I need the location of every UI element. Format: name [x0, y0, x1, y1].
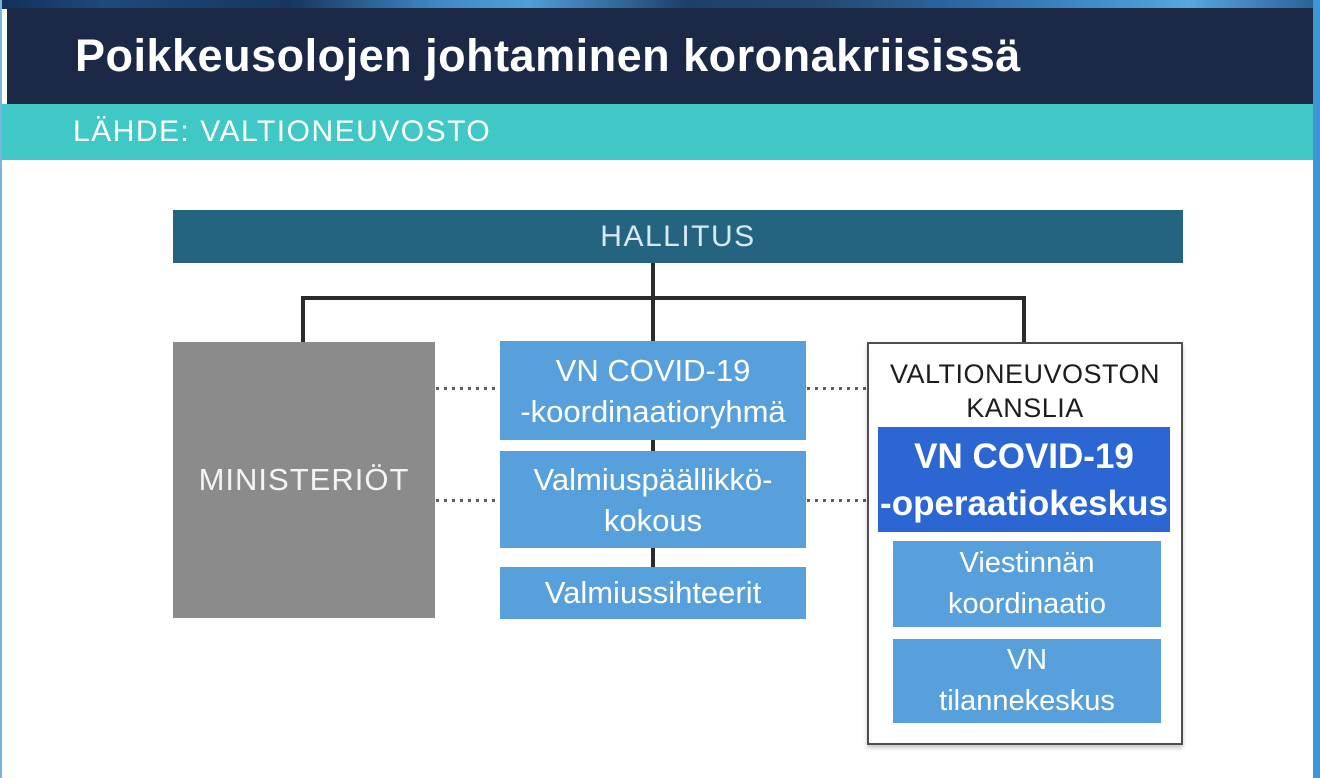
connector-left-vertical: [301, 300, 305, 342]
dotted-link-coordination-chancellery: [807, 387, 867, 390]
dotted-link-ministries-coordination: [436, 387, 500, 390]
connector-horizontal: [301, 296, 1026, 300]
ministeriot-label: MINISTERIÖT: [198, 462, 410, 497]
dotted-link-valmius-chancellery: [807, 499, 867, 502]
vn-tilannekeskus-box: VN tilannekeskus: [893, 639, 1161, 723]
ministeriot-box: MINISTERIÖT: [173, 342, 435, 618]
title-bar: Poikkeusolojen johtaminen koronakriisiss…: [7, 8, 1313, 104]
connector-right-vertical: [1022, 300, 1026, 343]
kanslia-title: VALTIONEUVOSTON KANSLIA: [889, 359, 1161, 423]
hallitus-label: HALLITUS: [600, 219, 756, 253]
dotted-link-ministries-valmius: [436, 499, 500, 502]
valmiussihteerit-box: Valmiussihteerit: [500, 567, 806, 619]
connector-root-vertical: [651, 263, 655, 341]
viestinnan-koordinaatio-box: Viestinnän koordinaatio: [893, 541, 1161, 627]
covid-coordination-group-box: VN COVID-19 -koordinaatioryhmä: [500, 341, 806, 440]
left-background-strip: [0, 0, 2, 778]
top-background-strip: [0, 0, 1320, 9]
covid-operations-center-box: VN COVID-19 -operaatiokeskus: [878, 427, 1170, 532]
connector-center-stub-2: [651, 548, 655, 567]
hallitus-box: HALLITUS: [173, 210, 1183, 263]
right-background-strip: [1313, 0, 1320, 778]
valtioneuvoston-kanslia-box: VALTIONEUVOSTON KANSLIA VN COVID-19 -ope…: [867, 342, 1183, 745]
page-title: Poikkeusolojen johtaminen koronakriisiss…: [75, 30, 1021, 81]
source-label: LÄHDE: VALTIONEUVOSTO: [73, 115, 492, 148]
connector-center-stub-1: [651, 440, 655, 451]
valmiuspaallikko-kokous-box: Valmiuspäällikkö- kokous: [500, 451, 806, 548]
source-bar: LÄHDE: VALTIONEUVOSTO: [2, 104, 1313, 160]
